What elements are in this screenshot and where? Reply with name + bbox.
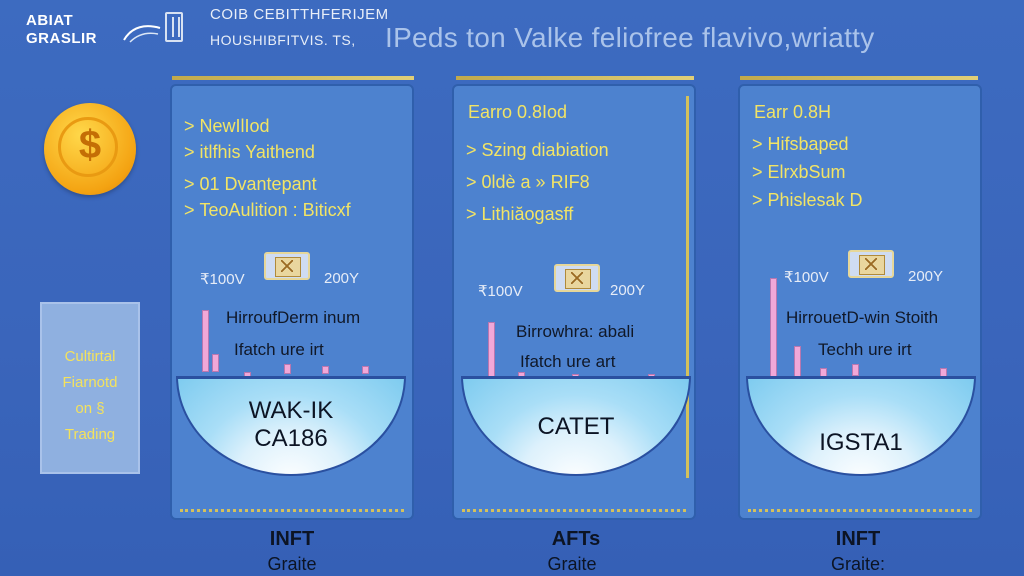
tech-line-1: Birrowhra: abali	[516, 322, 635, 341]
side-panel: Cultirtal Fiarnotd on § Trading	[40, 302, 140, 474]
card-divider	[748, 509, 972, 512]
card-divider	[462, 509, 686, 512]
side-line: Cultirtal	[64, 348, 116, 365]
page-title: IPeds ton Valke feliofree flavivo,wriatt…	[385, 22, 875, 53]
list-item: >Hifsbaped	[752, 134, 849, 154]
chart-bar	[202, 310, 209, 372]
chart-bar	[322, 366, 329, 374]
logo-line-2: GRASLIR	[26, 30, 97, 47]
side-line: Fiarnotd	[62, 374, 118, 391]
list-item: >0ldè a » RIF8	[466, 172, 590, 192]
logo-swoosh-icon	[123, 25, 161, 43]
logo-line-1: ABIAT	[26, 12, 74, 29]
tech-line-1: HirroufDerm inum	[226, 308, 361, 327]
side-panel-text: Cultirtal Fiarnotd on § Trading	[42, 344, 138, 448]
card-title: INFT	[269, 528, 315, 550]
coin-icon: $	[44, 103, 136, 195]
earn-label: Earro 0.8Iod	[468, 102, 568, 122]
tech-line-2: Techh ure irt	[818, 340, 912, 359]
dollar-icon: $	[78, 123, 102, 167]
header-subtitle-1: COIB CEBITTHFERIJEM	[210, 6, 389, 23]
earn-label: Earr 0.8H	[754, 102, 832, 122]
card-title: INFT	[835, 528, 881, 550]
range-min: ₹100V	[784, 269, 829, 286]
chart-bar	[488, 322, 495, 382]
list-item: >ElrxbSum	[752, 162, 846, 182]
bowl-label: CA186	[254, 425, 328, 452]
range-max: 200Y	[908, 268, 944, 285]
card-image-icon	[848, 250, 894, 278]
list-item: >Szing diabiation	[466, 140, 609, 160]
tech-line-2: Ifatch ure art	[520, 352, 616, 371]
list-item: >Lithiăogasff	[466, 204, 574, 224]
card-side-rule	[686, 96, 689, 478]
tech-line-2: Ifatch ure irt	[234, 340, 324, 359]
side-line: Trading	[64, 426, 116, 443]
card-subtitle: Graite	[267, 554, 317, 574]
range-min: ₹100V	[478, 283, 523, 300]
range-max: 200Y	[610, 282, 646, 299]
card-divider	[180, 509, 404, 512]
range-min: ₹100V	[200, 271, 245, 288]
list-item: >NewIlIod	[184, 116, 270, 136]
card-subtitle: Graite:	[830, 554, 886, 574]
list-item: >TeoAulition : Biticxf	[184, 200, 351, 220]
card-rule	[456, 76, 694, 80]
list-item: >01 Dvantepant	[184, 174, 317, 194]
card-title: AFTs	[551, 528, 601, 550]
chart-bar	[362, 366, 369, 374]
list-item: >itlfhis Yaithend	[184, 142, 315, 162]
book-icon	[165, 12, 183, 42]
card-image-icon	[554, 264, 600, 292]
chart-bar	[770, 278, 777, 390]
logo: ABIAT GRASLIR	[26, 12, 161, 52]
range-max: 200Y	[324, 270, 360, 287]
chart-bar	[212, 354, 219, 372]
chart-bar	[284, 364, 291, 374]
tech-line-1: HirrouetD-win Stoith	[786, 308, 939, 327]
bowl-label: IGSTA1	[819, 429, 903, 456]
bowl-label: WAK-IK	[248, 397, 334, 424]
chart-bar	[852, 364, 859, 376]
bowl-label: CATET	[537, 413, 615, 440]
card-rule	[740, 76, 978, 80]
side-line: on §	[75, 400, 105, 417]
header-subtitle-2: HOUSHIBFITVIS. TS,	[210, 32, 356, 48]
card-rule	[172, 76, 414, 80]
card-subtitle: Graite	[547, 554, 597, 574]
list-item: >Phislesak D	[752, 190, 863, 210]
card-image-icon	[264, 252, 310, 280]
